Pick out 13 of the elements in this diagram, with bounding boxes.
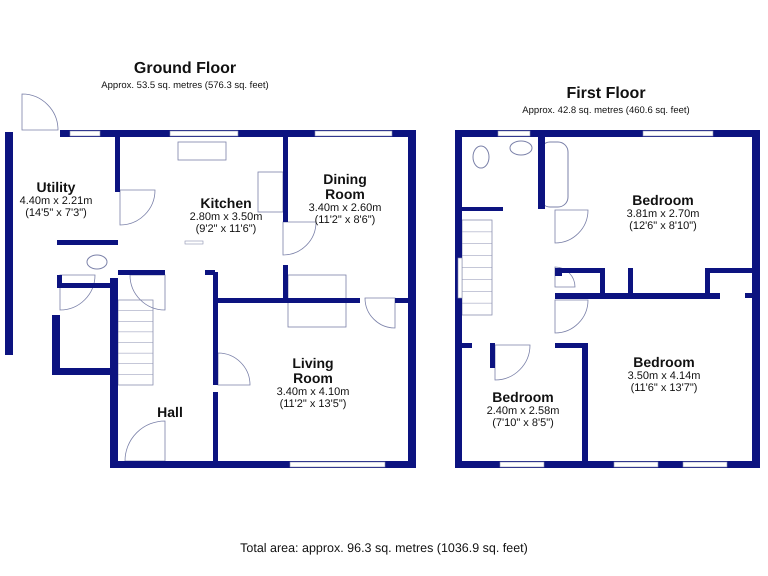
floor-heading: Ground Floor <box>134 60 236 78</box>
room-label: Bedroom 3.50m x 4.14m (11'6" x 13'7") <box>622 355 706 394</box>
room-label: Bedroom 2.40m x 2.58m (7'10" x 8'5") <box>481 390 565 429</box>
room-label: Bedroom 3.81m x 2.70m (12'6" x 8'10") <box>621 193 705 232</box>
room-label: Hall <box>140 405 200 420</box>
floor-area-text: Approx. 42.8 sq. metres (460.6 sq. feet) <box>522 105 690 116</box>
caption: Total area: approx. 96.3 sq. metres (1036.9 sq. feet) <box>239 541 529 555</box>
floor-heading: First Floor <box>566 85 646 103</box>
room-label: Living Room 3.40m x 4.10m (11'2" x 13'5") <box>271 356 355 410</box>
floor-area-text: Approx. 53.5 sq. metres (576.3 sq. feet) <box>101 80 269 91</box>
room-label: Dining Room 3.40m x 2.60m (11'2" x 8'6") <box>303 172 387 226</box>
room-label: Utility 4.40m x 2.21m (14'5" x 7'3") <box>17 180 95 219</box>
room-label: Kitchen 2.80m x 3.50m (9'2" x 11'6") <box>184 196 268 235</box>
